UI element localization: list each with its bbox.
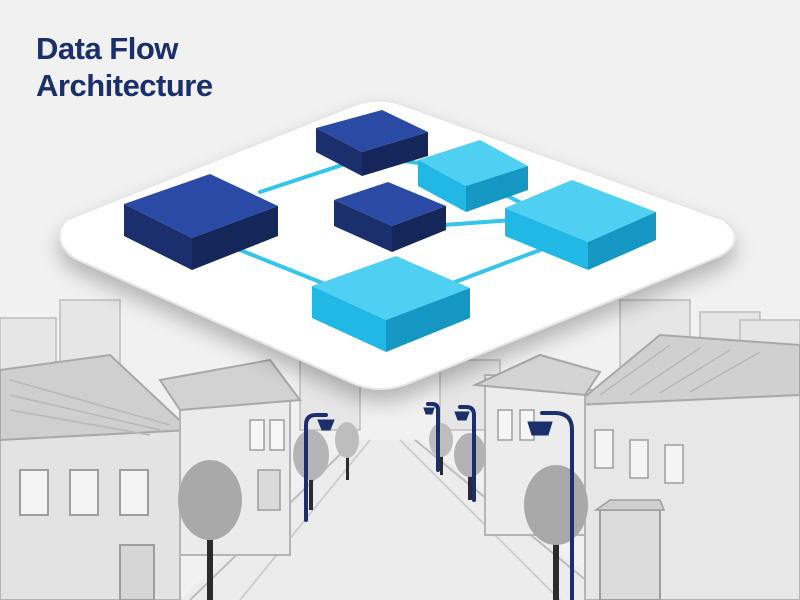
tree	[178, 460, 242, 600]
tree	[293, 430, 329, 510]
street-lamp	[304, 413, 335, 522]
tree	[429, 423, 453, 475]
nodes	[124, 110, 656, 352]
connector	[453, 248, 542, 284]
title-line-1: Data Flow	[36, 31, 178, 66]
street-lamp	[454, 405, 476, 502]
connector	[258, 163, 344, 194]
page-title: Data Flow Architecture	[36, 30, 213, 104]
house-right-front	[572, 333, 800, 600]
street-lamp	[527, 411, 574, 600]
node-top-right	[418, 140, 528, 212]
connector	[238, 248, 332, 288]
street-scene	[0, 299, 800, 600]
node-left	[124, 174, 278, 270]
tree	[454, 433, 486, 500]
node-right	[505, 180, 656, 270]
house-left-front	[0, 353, 193, 600]
node-bottom	[312, 256, 470, 352]
node-center	[334, 182, 446, 252]
title-line-2: Architecture	[36, 68, 213, 103]
node-top-center	[316, 110, 428, 176]
tree	[335, 422, 359, 480]
street-lamp	[423, 402, 440, 472]
street-lamps	[304, 402, 574, 600]
